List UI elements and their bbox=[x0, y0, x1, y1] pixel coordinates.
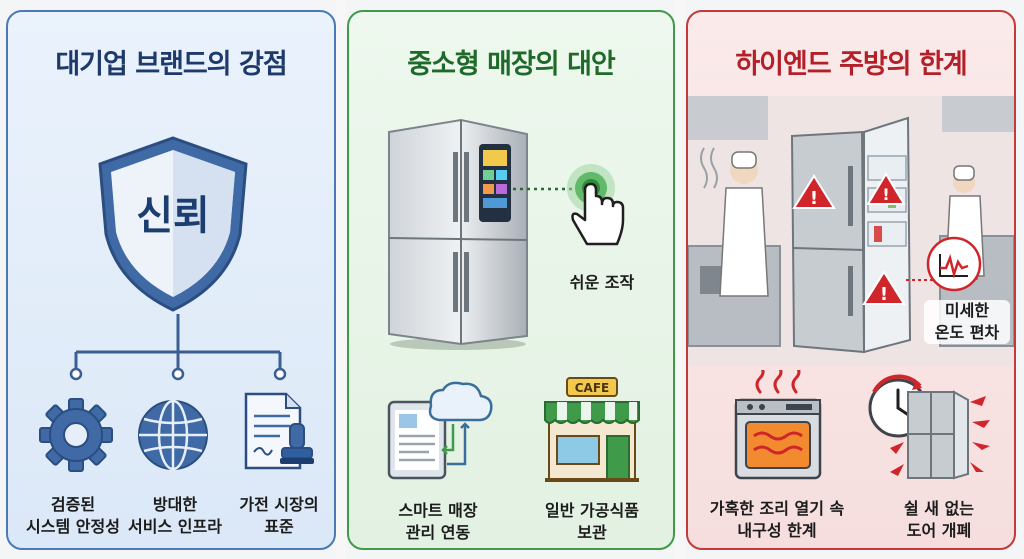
panel-title: 하이엔드 주방의 한계 bbox=[735, 49, 967, 80]
fridge-icon bbox=[388, 118, 528, 350]
document-stamp-icon bbox=[244, 392, 314, 470]
high-end-kitchen-panel: 하이엔드 주방의 한계 ! ! ! 미세한 bbox=[686, 10, 1016, 550]
svg-text:!: ! bbox=[880, 284, 888, 305]
clock-door-icon bbox=[868, 374, 990, 480]
connector-lines bbox=[69, 314, 287, 381]
brand-strength-panel: 대기업 브랜드의 강점 신뢰 bbox=[6, 10, 336, 550]
shield-icon: 신뢰 bbox=[98, 136, 248, 312]
globe-icon bbox=[138, 399, 208, 471]
pulse-chart-icon bbox=[926, 236, 982, 292]
label-door-opening: 쉴 새 없는 도어 개폐 bbox=[903, 499, 975, 540]
warning-icon bbox=[792, 174, 836, 209]
label-smart-management: 스마트 매장 관리 연동 bbox=[398, 501, 478, 542]
panel-title: 중소형 매장의 대안 bbox=[407, 49, 616, 80]
oven-icon bbox=[734, 370, 822, 480]
label-easy-operation: 쉬운 조작 bbox=[569, 273, 635, 292]
small-store-panel: 중소형 매장의 대안 쉬운 조작 bbox=[347, 10, 675, 550]
panel-title: 대기업 브랜드의 강점 bbox=[55, 49, 287, 80]
label-system-stability: 검증된 시스템 안정성 bbox=[26, 495, 120, 536]
tablet-cloud-icon bbox=[387, 381, 493, 480]
label-service-infra: 방대한 서비스 인프라 bbox=[128, 495, 222, 536]
svg-text:!: ! bbox=[882, 185, 889, 204]
cafe-sign-text: CAFE bbox=[575, 381, 610, 395]
shield-text: 신뢰 bbox=[136, 193, 210, 239]
label-temp-deviation: 미세한 온도 편차 bbox=[924, 300, 1010, 344]
label-market-standard: 가전 시장의 표준 bbox=[239, 495, 319, 536]
svg-text:!: ! bbox=[810, 188, 818, 209]
label-heat-durability: 가혹한 조리 열기 속 내구성 한계 bbox=[709, 499, 845, 540]
label-food-storage: 일반 가공식품 보관 bbox=[545, 501, 639, 542]
gear-icon bbox=[39, 398, 113, 472]
touch-hand-icon bbox=[567, 164, 625, 246]
cafe-storefront-icon: CAFE bbox=[544, 377, 640, 482]
